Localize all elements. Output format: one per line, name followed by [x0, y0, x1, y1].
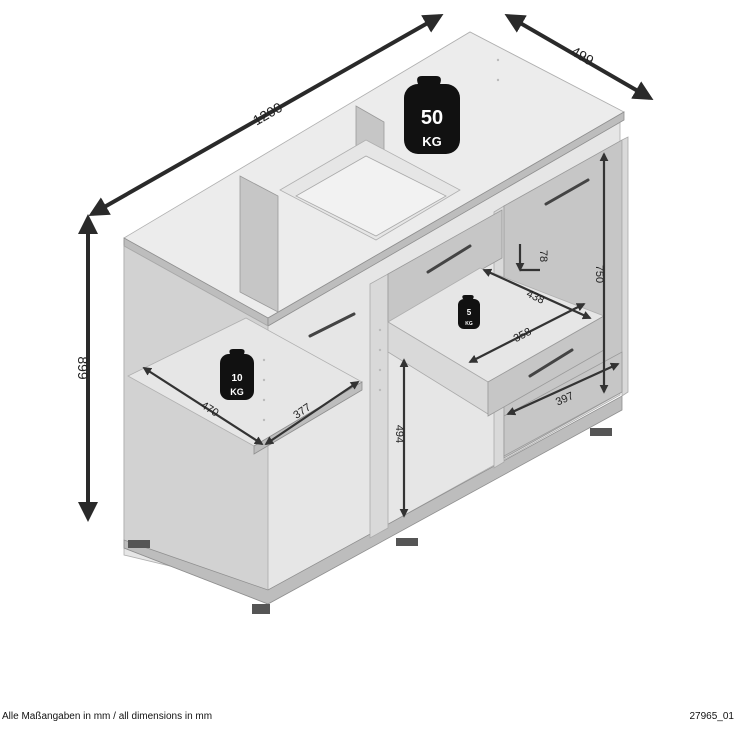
arrow-shelf-width [142, 367, 264, 445]
weight-top-value: 50 [421, 107, 443, 129]
arrow-width [88, 14, 444, 216]
label-drawer-height: 78 [537, 250, 549, 262]
weight-drawer-unit: KG [465, 321, 473, 327]
foot-front-center [252, 604, 270, 614]
label-width: 1200 [250, 99, 285, 129]
sideboard-body [123, 31, 629, 614]
upper-drawer-handle [426, 244, 472, 274]
arrow-shelf-depth [264, 381, 360, 445]
center-divider [369, 273, 389, 539]
weight-shelf-value: 10 [231, 373, 243, 384]
label-height: 899 [75, 356, 91, 380]
inner-divider-back [239, 175, 279, 313]
weight-top-unit: KG [422, 134, 442, 149]
arrow-right-door-width [506, 362, 620, 416]
label-compartment-height: 494 [393, 425, 405, 443]
weight-icon-shelf: 10 KG [220, 349, 254, 400]
upper-drawer-front [387, 209, 503, 323]
dimension-arrows [78, 13, 654, 522]
arrow-drawer-inner-depth [468, 303, 586, 363]
right-door-edge [621, 136, 629, 397]
weight-drawer-value: 5 [467, 308, 472, 317]
arrow-depth [504, 13, 654, 101]
dimensions-note: Alle Maßangaben in mm / all dimensions i… [2, 711, 213, 722]
right-door-handle [544, 178, 590, 206]
foot-right [590, 428, 612, 436]
label-door-height: 750 [593, 265, 605, 283]
foot-front-left [128, 540, 150, 548]
foot-middle [396, 538, 418, 546]
top-right-edge [267, 111, 625, 327]
weight-icon-drawer: 5 KG [458, 295, 480, 329]
weight-icon-top: 50 KG [404, 76, 460, 154]
left-door-handle [308, 312, 356, 338]
article-code: 27965_01 [689, 711, 735, 722]
weight-shelf-unit: KG [230, 387, 244, 397]
